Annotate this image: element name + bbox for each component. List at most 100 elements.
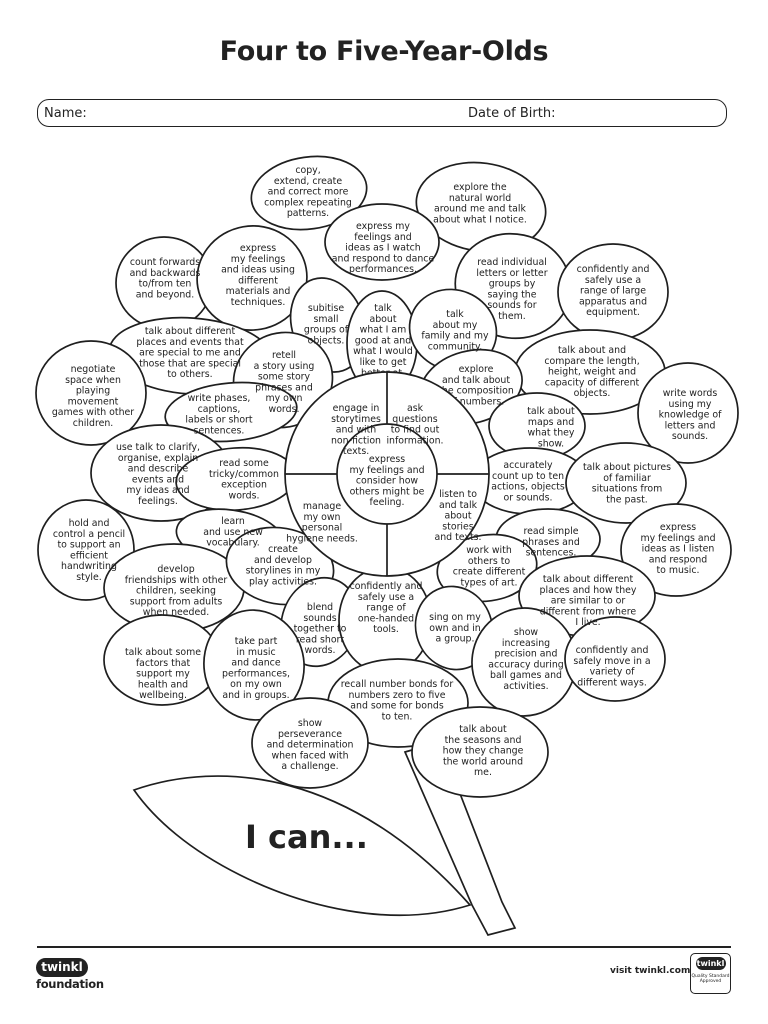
petal-line: talk <box>374 303 392 314</box>
petal-line: and beyond. <box>136 289 195 300</box>
petal-line: sounds <box>303 613 336 624</box>
petal-line: develop <box>157 564 194 575</box>
petal-line: show. <box>538 438 564 449</box>
logo-brand: twinkl <box>36 958 88 977</box>
name-dob-field[interactable]: Name: Date of Birth: <box>37 99 727 127</box>
petal-line: sentences. <box>194 425 245 436</box>
petal-line: factors that <box>136 658 191 669</box>
petal-copy-patterns <box>250 155 368 231</box>
petal-line: around me and talk <box>434 204 526 215</box>
petal-line: talk about different <box>543 574 634 585</box>
petal-line: performances. <box>349 264 417 275</box>
petal-line: read individual <box>477 257 547 268</box>
petal-line: saying the <box>487 289 536 300</box>
petal-line: feelings. <box>138 496 178 507</box>
petal-line: equipment. <box>586 307 640 318</box>
petal-line: talk about and <box>558 345 626 356</box>
petal-line: those that are special <box>139 358 241 369</box>
petal-line: using my <box>669 399 712 410</box>
petal-line: perseverance <box>278 729 342 740</box>
petal-line: negotiate <box>71 364 116 375</box>
petal-line: confidently and <box>577 264 650 275</box>
petal-line: community. <box>428 341 483 352</box>
petal-line: to support an <box>57 540 120 551</box>
petal-line: the world around <box>443 756 523 767</box>
petal-line: places and events that <box>136 337 244 348</box>
petal-line: complex repeating <box>264 197 352 208</box>
petal-line: my feelings <box>231 254 286 265</box>
petal-line: a story using <box>254 361 315 372</box>
petal-line: and with <box>336 425 377 436</box>
page-title: Four to Five-Year-Olds <box>219 36 549 67</box>
petal-line: count forwards <box>130 257 200 268</box>
petal-line: different from where <box>540 606 637 617</box>
petal-line: engage in <box>333 403 380 414</box>
petal-line: handwriting <box>61 561 117 572</box>
petal-line: and dance <box>231 658 280 669</box>
petal-line: sing on my <box>429 612 481 623</box>
petal-line: questions <box>392 414 438 425</box>
petal-line: support my <box>136 669 190 680</box>
petal-line: hold and <box>69 518 110 529</box>
visit-link[interactable]: visit twinkl.com <box>610 966 691 976</box>
petal-line: tools. <box>373 624 399 635</box>
petal-line: my feelings and <box>349 465 424 476</box>
petal-line: actions, objects <box>491 482 565 493</box>
petal-line: retell <box>272 350 296 361</box>
petal-line: read some <box>219 458 269 469</box>
petal-line: wellbeing. <box>139 690 187 701</box>
petal-write-words <box>637 362 739 464</box>
petal-line: a challenge. <box>281 761 338 772</box>
petal-line: what they <box>528 428 575 439</box>
petal-line: vocabulary. <box>206 538 259 549</box>
petal-line: the past. <box>606 494 648 505</box>
petal-line: extend, create <box>274 176 342 187</box>
petal-line: when faced with <box>271 750 348 761</box>
petal-express-dance <box>324 203 440 281</box>
petal-line: non-fiction <box>331 435 381 446</box>
petal-line: organise, explain <box>118 453 198 464</box>
petal-line: feelings and <box>354 232 411 243</box>
petal-line: health and <box>138 679 188 690</box>
petal-line: ask <box>407 403 424 414</box>
petal-line: them. <box>498 311 526 322</box>
petal-line: of numbers. <box>448 396 504 407</box>
petal-line: take part <box>235 636 278 647</box>
petal-line: like to get <box>360 357 407 368</box>
petal-line: confidently and <box>576 645 649 656</box>
petal-line: and correct more <box>268 187 349 198</box>
petal-line: my own <box>303 512 340 523</box>
petal-line: express <box>369 454 405 465</box>
petal-line: what I am <box>360 325 407 336</box>
petal-line: stories <box>442 521 474 532</box>
petal-line: work with <box>466 545 512 556</box>
petal-line: captions, <box>198 404 241 415</box>
petal-line: talk about <box>527 406 575 417</box>
petal-line: and respond to dance <box>332 253 435 264</box>
petal-line: games with other <box>52 407 134 418</box>
petal-line: manage <box>303 501 342 512</box>
petal-line: show <box>298 718 323 729</box>
petal-line: explore the <box>453 182 506 193</box>
petal-line: show <box>514 627 539 638</box>
petal-line: of familiar <box>603 473 651 484</box>
petal-line: style. <box>76 572 101 583</box>
petal-line: my ideas and <box>126 485 189 496</box>
